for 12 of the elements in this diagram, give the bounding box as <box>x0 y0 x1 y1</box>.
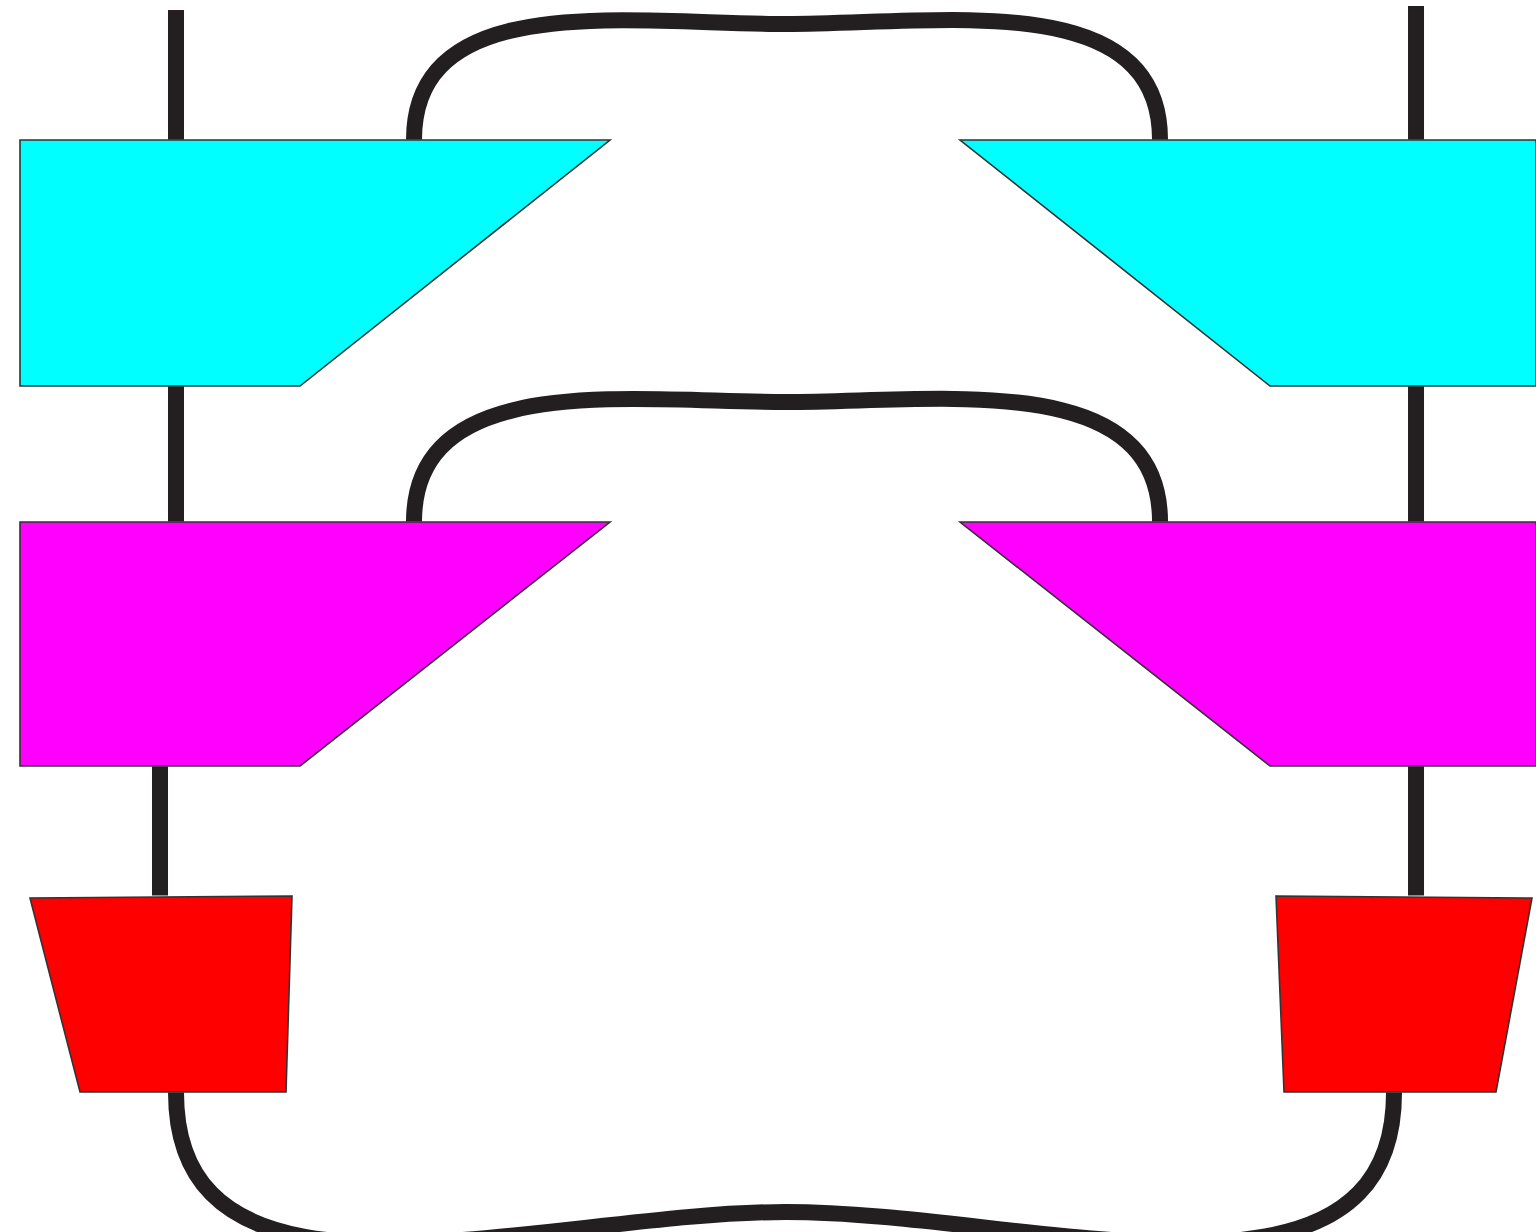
trapezoid-shape <box>1275 895 1533 1093</box>
connector-line <box>168 1091 1402 1232</box>
connector-line <box>1408 386 1424 522</box>
connector-line <box>1408 766 1424 896</box>
trapezoid-shape <box>19 521 613 767</box>
connector-line <box>406 12 1168 141</box>
connector-line <box>168 386 184 522</box>
connector-line <box>152 766 168 896</box>
connector-line <box>1408 6 1424 140</box>
trapezoid-shape <box>19 139 613 387</box>
connector-line <box>406 390 1168 523</box>
connector-line <box>168 10 184 140</box>
